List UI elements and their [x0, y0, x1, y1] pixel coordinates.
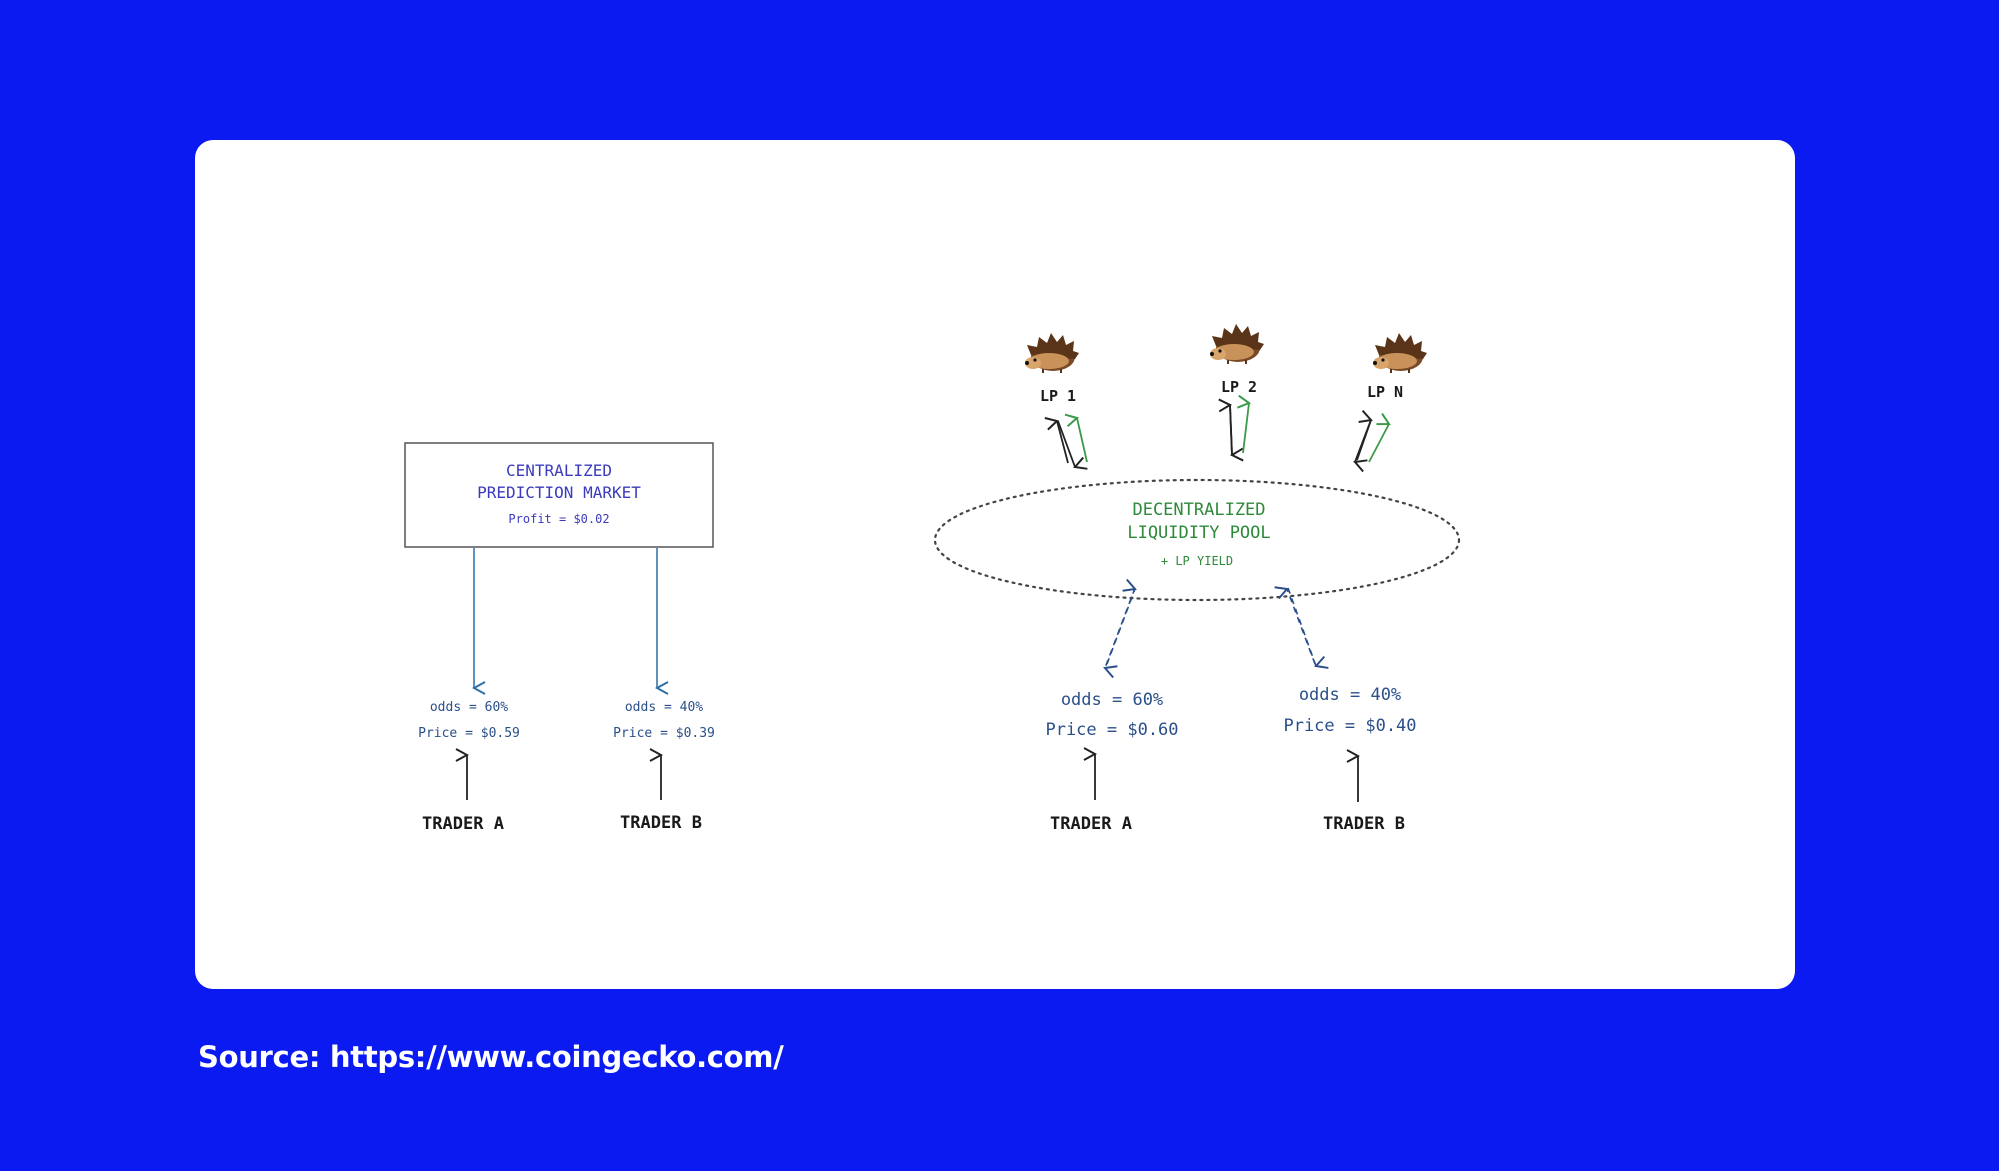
- hedgehog-icon: [1209, 323, 1265, 365]
- right-trader-a-odds: odds = 60%: [1061, 690, 1163, 710]
- lp-2-label: LP 2: [1221, 378, 1257, 396]
- left-trader-a-price: Price = $0.59: [418, 726, 520, 741]
- centralized-box: [404, 442, 714, 548]
- right-trader-b-price: Price = $0.40: [1283, 716, 1416, 736]
- centralized-market: CENTRALIZED PREDICTION MARKET Profit = $…: [404, 442, 715, 834]
- pool-title-line1: DECENTRALIZED: [1132, 500, 1265, 520]
- lp-1-arrows: [1057, 418, 1088, 467]
- diagram-card: CENTRALIZED PREDICTION MARKET Profit = $…: [195, 140, 1795, 989]
- lp-2-arrows: [1230, 403, 1249, 455]
- lp-1-label: LP 1: [1040, 387, 1076, 405]
- left-trader-b-name: TRADER B: [620, 813, 702, 833]
- centralized-title-line1: CENTRALIZED: [506, 461, 612, 480]
- pool-trader-a-arrow: [1105, 588, 1135, 668]
- hedgehog-icon: [1024, 332, 1080, 374]
- hedgehog-icon: [1372, 332, 1428, 374]
- pool-trader-b-arrow: [1287, 588, 1316, 666]
- right-trader-a-name: TRADER A: [1050, 814, 1132, 834]
- lp-n-arrows: [1355, 420, 1389, 462]
- centralized-profit: Profit = $0.02: [508, 512, 609, 526]
- prediction-market-diagram: CENTRALIZED PREDICTION MARKET Profit = $…: [404, 323, 1461, 834]
- liquidity-pool-ellipse: [933, 478, 1461, 602]
- centralized-title-line2: PREDICTION MARKET: [477, 483, 641, 502]
- right-trader-a-price: Price = $0.60: [1045, 720, 1178, 740]
- left-trader-a-name: TRADER A: [422, 814, 504, 834]
- left-trader-b-odds: odds = 40%: [625, 700, 703, 715]
- right-trader-b-name: TRADER B: [1323, 814, 1405, 834]
- decentralized-pool: LP 1 LP 2 LP N: [933, 323, 1461, 834]
- lp-n-label: LP N: [1367, 383, 1403, 401]
- source-caption: Source: https://www.coingecko.com/: [198, 1040, 784, 1074]
- right-trader-b-odds: odds = 40%: [1299, 685, 1401, 705]
- left-trader-b-price: Price = $0.39: [613, 726, 715, 741]
- pool-title-line2: LIQUIDITY POOL: [1127, 523, 1270, 543]
- left-trader-a-odds: odds = 60%: [430, 700, 508, 715]
- pool-yield: + LP YIELD: [1161, 554, 1233, 568]
